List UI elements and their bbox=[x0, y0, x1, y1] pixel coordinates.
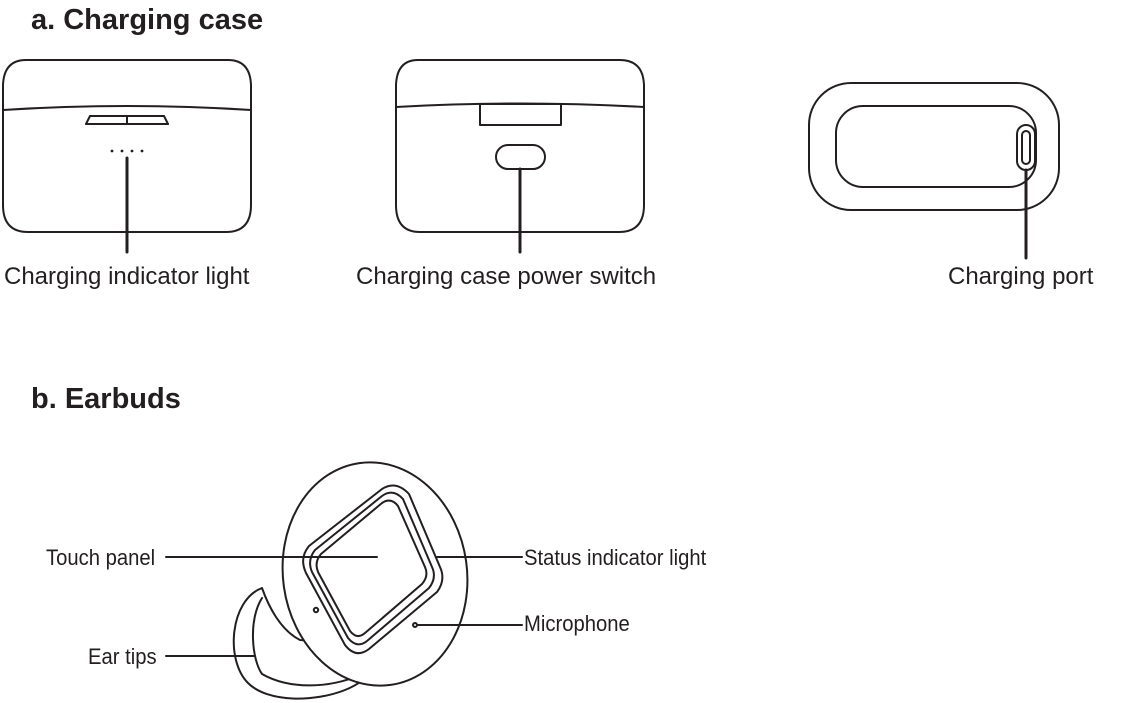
ear-tips-label: Ear tips bbox=[88, 644, 157, 669]
earbud-body bbox=[281, 461, 469, 687]
ear-tip-icon bbox=[232, 587, 378, 700]
touch-panel-icon bbox=[302, 484, 444, 655]
charging-case-front-view bbox=[2, 59, 252, 254]
power-switch-label: Charging case power switch bbox=[356, 263, 657, 290]
microphone-label: Microphone bbox=[524, 611, 630, 636]
earbud-drawing bbox=[165, 461, 523, 700]
touch-panel-label: Touch panel bbox=[46, 545, 156, 570]
section-a-heading: a. Charging case bbox=[31, 4, 264, 36]
charging-port-label: Charging port bbox=[948, 263, 1094, 290]
indicator-light-label: Charging indicator light bbox=[4, 263, 250, 290]
indicator-dots bbox=[110, 149, 144, 153]
power-switch-icon bbox=[495, 144, 546, 170]
charging-case-back-view bbox=[395, 59, 645, 254]
section-b-heading: b. Earbuds bbox=[31, 383, 181, 415]
status-light-label: Status indicator light bbox=[524, 545, 707, 570]
charging-case-bottom-view bbox=[808, 82, 1060, 260]
